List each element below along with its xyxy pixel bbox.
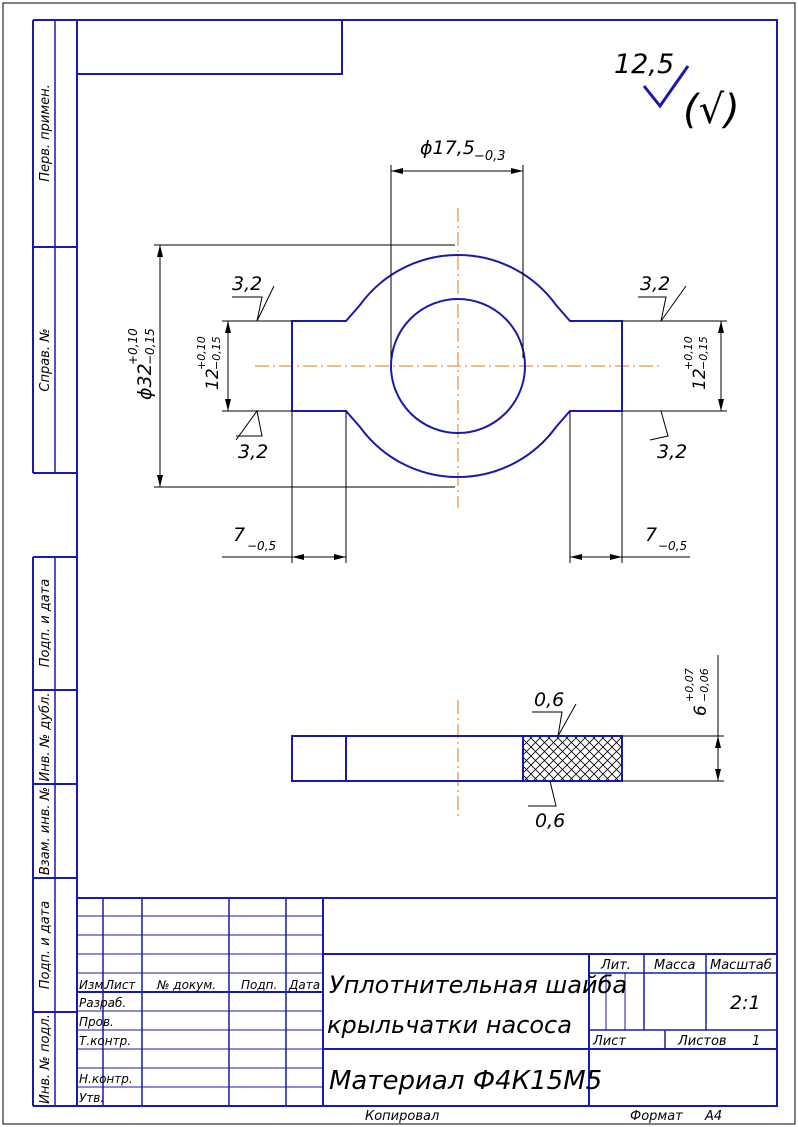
title-block: Изм. Лист № докум. Подп. Дата Разраб. Пр…: [77, 897, 777, 1124]
header-doc: № докум.: [156, 978, 216, 992]
side-stamp: Перв. примен. Справ. № Подп. и дата Инв.…: [32, 19, 77, 1107]
roughness-top-right: 3,2: [640, 273, 670, 295]
roughness-bottom-left: 3,2: [238, 441, 268, 463]
bore-tolerance: −0,3: [474, 149, 506, 164]
header-list: Лист: [104, 978, 136, 992]
outer-tol-upper: +0,10: [126, 328, 140, 365]
header-sign: Подп.: [241, 978, 277, 992]
role-utv: Утв.: [79, 1091, 104, 1105]
tab-length-right-tol: −0,5: [658, 539, 687, 553]
mass-label: Масса: [654, 958, 695, 973]
role-razrab: Разраб.: [79, 996, 126, 1010]
roughness-general: 12,5 (√): [614, 49, 740, 133]
thickness-tol-lower: −0,06: [698, 668, 711, 702]
bore-dimension: ϕ17,5: [420, 137, 475, 159]
sheet-label: Лист: [592, 1034, 626, 1049]
role-nkontr: Н.контр.: [79, 1072, 133, 1086]
format-label: Формат: [630, 1109, 683, 1124]
flatness-top: 0,6: [534, 689, 564, 711]
tab-length-left-tol: −0,5: [247, 539, 276, 553]
sheets-value: 1: [752, 1034, 760, 1049]
side-label-sprav-no: Справ. №: [38, 328, 53, 391]
format-value: А4: [704, 1109, 722, 1124]
header-izm: Изм.: [79, 978, 107, 992]
thickness-tol-upper: +0,07: [683, 668, 696, 702]
section-view: 6 +0,07 −0,06 0,6 0,6: [291, 655, 724, 832]
outer-dimension: ϕ32: [134, 363, 156, 400]
washer-bore: [390, 298, 526, 434]
roughness-top-left: 3,2: [232, 273, 262, 295]
tab-length-right: 7: [645, 524, 657, 546]
top-stamp-box: [76, 19, 343, 75]
tab-width-right-upper: +0,10: [682, 336, 695, 370]
scale-label: Масштаб: [710, 958, 772, 973]
header-date: Дата: [288, 978, 320, 992]
side-label-inv-dubl: Инв. № дубл.: [38, 693, 53, 782]
roughness-value: 12,5: [614, 49, 674, 80]
title-line-2: крыльчатки насоса: [327, 1011, 572, 1039]
side-label-podp-data-1: Подп. и дата: [38, 579, 53, 668]
material-label: Материал Ф4К15М5: [329, 1066, 602, 1096]
side-label-inv-podl: Инв. № подл.: [38, 1014, 53, 1104]
flatness-bottom: 0,6: [535, 810, 565, 832]
tab-width-right: 12: [690, 368, 710, 390]
copied-label: Копировал: [365, 1109, 439, 1124]
role-prov: Пров.: [79, 1015, 114, 1029]
scale-value: 2:1: [730, 992, 761, 1014]
thickness-dimension: 6: [691, 705, 711, 716]
outer-tol-lower: −0,15: [143, 328, 157, 365]
tab-width-right-lower: −0,15: [697, 336, 710, 370]
roughness-other-mark: (√): [683, 87, 740, 133]
side-label-perv-primen: Перв. примен.: [38, 84, 53, 182]
plan-view: ϕ17,5 −0,3 ϕ32 +0,10 −0,15 12 +0,10 −0,1…: [126, 137, 727, 563]
tab-width-left: 12: [203, 368, 223, 390]
side-label-vzam-inv: Взам. инв. №: [38, 787, 53, 875]
check-icon: [642, 65, 690, 109]
tab-length-left: 7: [233, 524, 245, 546]
tab-width-left-lower: −0,15: [210, 336, 223, 370]
side-label-podp-data-2: Подп. и дата: [38, 901, 53, 990]
section-hatch: [522, 735, 623, 782]
sheets-label: Листов: [677, 1034, 727, 1049]
tab-width-left-upper: +0,10: [195, 336, 208, 370]
role-tkontr: Т.контр.: [79, 1034, 131, 1048]
lit-label: Лит.: [600, 958, 631, 973]
roughness-bottom-right: 3,2: [657, 441, 687, 463]
title-line-1: Уплотнительная шайба: [329, 971, 627, 999]
